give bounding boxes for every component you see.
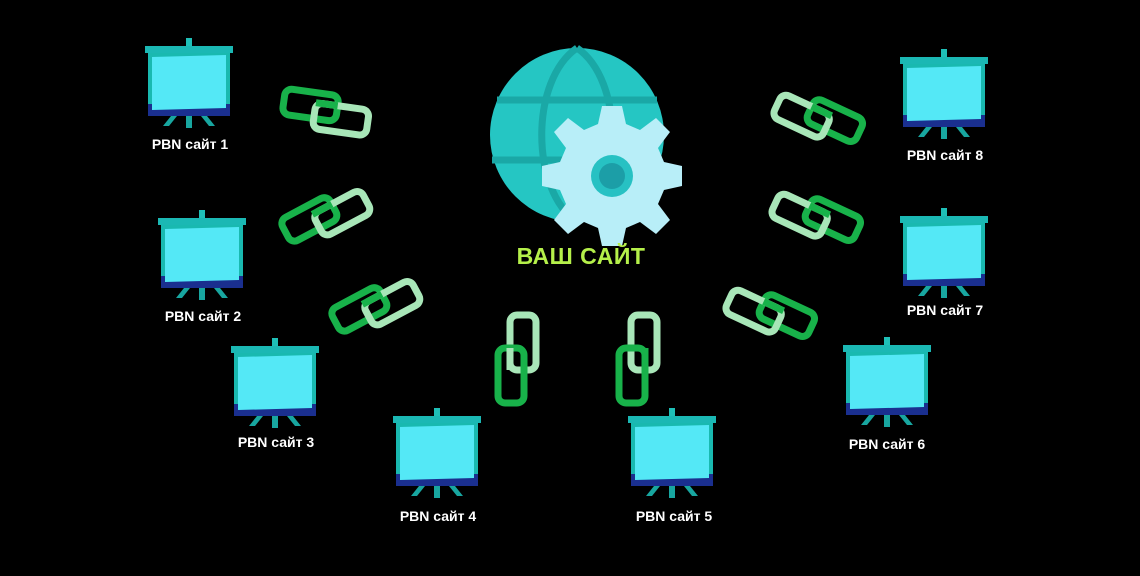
pbn-site-6-label: PBN сайт 6	[848, 436, 926, 452]
pbn-site-4-label: PBN сайт 4	[399, 508, 477, 524]
pbn-site-6-icon	[843, 337, 931, 427]
chain-link-icon-1	[281, 88, 371, 136]
pbn-site-5-icon	[628, 408, 716, 498]
pbn-site-7-icon	[900, 208, 988, 298]
center-site-label: ВАШ САЙТ	[516, 243, 646, 269]
pbn-site-4-icon	[393, 408, 481, 498]
pbn-site-1-label: PBN сайт 1	[151, 136, 229, 152]
pbn-site-8-label: PBN сайт 8	[906, 147, 984, 163]
center-site-icon	[490, 45, 682, 246]
pbn-site-1-icon	[145, 38, 233, 128]
pbn-site-3-label: PBN сайт 3	[237, 434, 315, 450]
chain-link-icon-4	[498, 315, 536, 403]
pbn-site-5-label: PBN сайт 5	[635, 508, 713, 524]
pbn-site-8-icon	[900, 49, 988, 139]
pbn-site-3-icon	[231, 338, 319, 428]
chain-link-icon-6	[724, 279, 817, 348]
chain-link-icon-5	[619, 315, 657, 403]
chain-link-icon-2	[279, 180, 372, 252]
pbn-site-2-label: PBN сайт 2	[164, 308, 242, 324]
chain-link-icon-8	[772, 84, 865, 153]
chain-link-icon-3	[329, 270, 422, 342]
pbn-site-2-icon	[158, 210, 246, 300]
chain-link-icon-7	[770, 183, 863, 252]
pbn-site-7-label: PBN сайт 7	[906, 302, 984, 318]
